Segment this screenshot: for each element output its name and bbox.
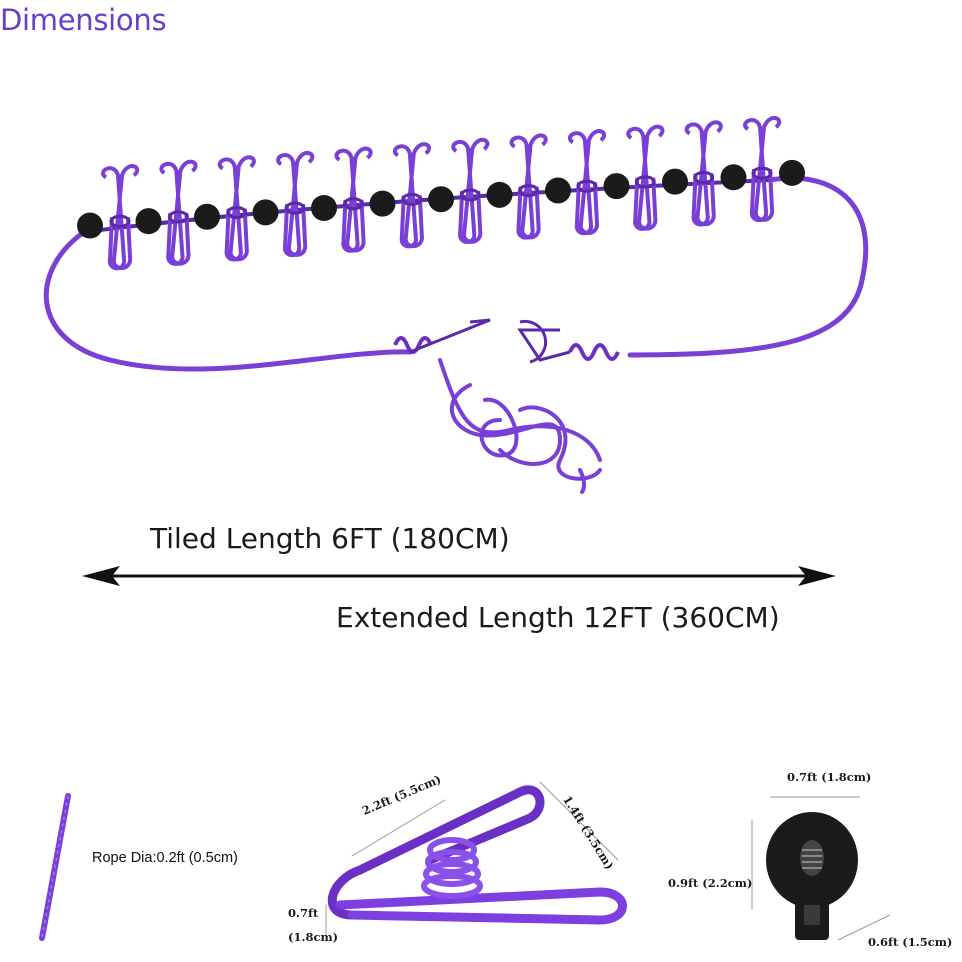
clothes-clip xyxy=(334,146,373,253)
arrow-right-head xyxy=(798,566,836,586)
clothes-clip xyxy=(159,159,198,266)
hook xyxy=(409,318,571,364)
extended-length-label: Extended Length 12FT (360CM) xyxy=(336,601,780,634)
bead xyxy=(486,181,513,208)
bead xyxy=(779,159,805,186)
cord-stopper-detail xyxy=(751,796,891,941)
bead xyxy=(428,186,454,213)
clip-spring xyxy=(751,166,773,180)
clip-width-label-cm: (1.8cm) xyxy=(288,930,339,944)
clothes-clip xyxy=(626,124,665,231)
rope xyxy=(43,229,413,372)
tiled-length-label: Tiled Length 6FT (180CM) xyxy=(150,522,510,555)
rope-diameter-label: Rope Dia:0.2ft (0.5cm) xyxy=(92,850,238,866)
stopper-width-label: 0.7ft (1.8cm) xyxy=(787,770,872,784)
bead xyxy=(545,177,571,204)
clip-spring xyxy=(109,214,131,228)
clip-spring xyxy=(401,192,423,206)
stopper-height-label: 0.9ft (2.2cm) xyxy=(668,876,753,890)
bead xyxy=(135,208,162,235)
clip-detail xyxy=(325,781,627,936)
clip-spring xyxy=(167,210,189,224)
clip-spring xyxy=(342,197,364,211)
clothes-clip xyxy=(392,142,432,249)
clothes-clip xyxy=(509,133,548,240)
bead xyxy=(77,212,103,239)
bead xyxy=(369,190,396,217)
bead xyxy=(252,199,279,226)
clip-spring xyxy=(226,206,248,220)
clip-spring xyxy=(634,175,656,189)
bead xyxy=(194,203,220,230)
clothes-clip xyxy=(101,164,140,271)
bead xyxy=(662,168,688,195)
clothes-clip xyxy=(568,129,607,236)
clothes-clip xyxy=(451,137,490,244)
clothes-clip xyxy=(217,155,256,262)
bead xyxy=(311,195,337,221)
clothes-clip xyxy=(743,116,782,223)
page-title: Dimensions xyxy=(0,3,167,37)
clip-width-label-ft: 0.7ft xyxy=(288,906,319,920)
clip-spring xyxy=(459,188,481,202)
spare-rope-coil xyxy=(438,358,602,494)
length-arrow xyxy=(82,566,836,586)
clothes-clip xyxy=(684,120,723,227)
clip-spring xyxy=(284,201,306,215)
bead xyxy=(603,173,630,200)
clip-spring xyxy=(576,179,598,193)
arrow-left-head xyxy=(82,566,120,586)
clip-spring xyxy=(693,171,715,185)
clothes-clip xyxy=(276,151,315,258)
stopper-base-label: 0.6ft (1.5cm) xyxy=(868,935,953,949)
rope-knot xyxy=(393,336,620,361)
bead xyxy=(720,164,747,191)
clip-spring xyxy=(518,184,540,198)
rope-sample xyxy=(39,793,71,941)
rope xyxy=(627,175,869,358)
